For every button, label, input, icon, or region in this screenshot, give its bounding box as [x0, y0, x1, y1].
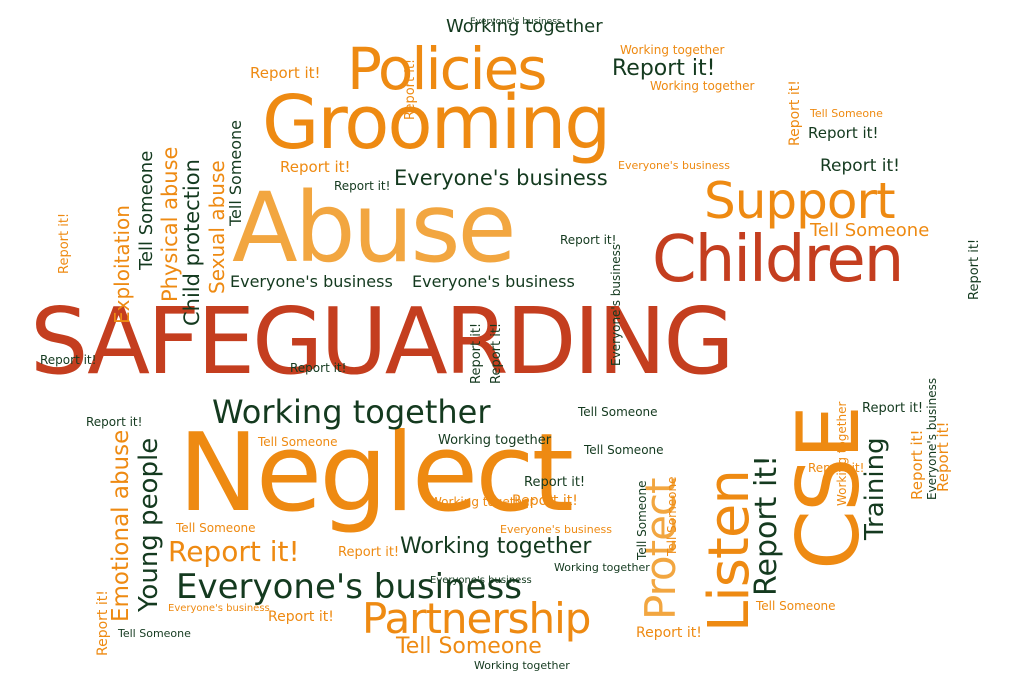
word-young-people: Young people	[134, 437, 164, 612]
word-report-it-top: Report it!	[612, 56, 716, 81]
word-report-it-mid: Report it!	[168, 535, 300, 568]
word-report-it-s7: Report it!	[560, 233, 617, 247]
word-report-it-s4: Report it!	[250, 64, 321, 82]
word-working-together-s5: Working together	[474, 659, 570, 672]
word-everyones-business-v2: Everyone's business	[609, 243, 623, 366]
word-report-it-s13: Report it!	[636, 625, 702, 641]
word-report-it-v8: Report it!	[403, 58, 418, 120]
word-tell-someone-s5: Tell Someone	[756, 599, 836, 613]
word-tell-someone-vertical-2: Tell Someone	[226, 119, 245, 226]
word-working-together-large: Working together	[212, 393, 491, 431]
word-everyones-business-s2: Everyone's business	[618, 159, 730, 172]
word-report-it-v9: Report it!	[787, 80, 803, 146]
word-support: Support	[704, 172, 896, 230]
word-report-it-v4: Report it!	[967, 238, 982, 300]
word-tell-someone-v2: Tell Someone	[665, 476, 679, 556]
word-training: Training	[860, 437, 890, 540]
word-report-it-s10: Report it!	[524, 475, 586, 490]
word-report-it-v1: Report it!	[95, 590, 111, 656]
word-neglect: Neglect	[178, 411, 574, 536]
word-report-it-vertical: Report it!	[749, 454, 784, 596]
word-report-it-v5: Report it!	[57, 212, 72, 274]
word-report-it-s14: Report it!	[338, 545, 400, 560]
word-child-protection: Child protection	[180, 159, 204, 326]
word-report-it-s8: Report it!	[290, 361, 347, 375]
word-policies: Policies	[347, 35, 548, 103]
word-working-together-s4: Working together	[650, 79, 755, 93]
word-physical-abuse: Physical abuse	[158, 146, 182, 302]
word-report-it-s3: Report it!	[862, 401, 924, 416]
word-tell-someone-s6: Tell Someone	[118, 627, 191, 640]
word-report-it-s2: Report it!	[808, 124, 879, 142]
word-report-it-s11: Report it!	[512, 493, 578, 509]
word-report-it-s16: Report it!	[808, 461, 865, 475]
word-tell-someone-s4: Tell Someone	[584, 443, 664, 457]
word-children: Children	[652, 223, 904, 297]
word-everyones-business-s5: Everyone's business	[470, 17, 562, 27]
word-tell-someone-s2: Tell Someone	[578, 405, 658, 419]
word-report-it-v6: Report it!	[469, 322, 484, 384]
word-working-together-s6: Working together	[554, 561, 650, 574]
word-tell-someone-bottom: Tell Someone	[396, 634, 542, 659]
word-tell-someone-vertical: Tell Someone	[136, 150, 157, 270]
word-exploitation: Exploitation	[110, 205, 134, 324]
word-report-it-s12: Report it!	[268, 609, 334, 625]
word-tell-someone-right: Tell Someone	[810, 220, 930, 241]
word-everyones-business-s4: Everyone's business	[430, 575, 532, 586]
word-everyones-business-1: Everyone's business	[230, 272, 393, 291]
word-tell-someone-v1: Tell Someone	[635, 480, 649, 560]
word-tell-someone-s1: Tell Someone	[258, 435, 338, 449]
word-working-together-mid: Working together	[400, 534, 592, 559]
word-safeguarding: SAFEGUARDING	[30, 288, 735, 395]
word-everyones-business-2: Everyone's business	[412, 272, 575, 291]
word-report-it-s9: Report it!	[40, 353, 97, 367]
word-report-it-s5: Report it!	[280, 158, 351, 176]
word-working-together-s2: Working together	[438, 433, 552, 448]
word-everyones-business-v1: Everyone's business	[925, 377, 939, 500]
word-report-it-s15: Report it!	[86, 415, 143, 429]
word-abuse: Abuse	[232, 172, 517, 284]
word-everyones-business-s1: Everyone's business	[500, 523, 612, 536]
word-working-together-s1: Working together	[430, 495, 535, 509]
word-report-it-v7: Report it!	[489, 322, 504, 384]
word-everyones-business-large: Everyone's business	[176, 567, 522, 607]
word-tell-someone-s3: Tell Someone	[176, 521, 256, 535]
word-report-it-s6: Report it!	[334, 179, 391, 193]
word-working-together-top: Working together	[446, 16, 603, 37]
word-working-together-s3: Working together	[620, 43, 725, 57]
word-report-it-v2: Report it!	[908, 429, 926, 500]
word-partnership: Partnership	[362, 594, 591, 643]
word-emotional-abuse: Emotional abuse	[108, 429, 134, 622]
word-everyones-business-mid: Everyone's business	[394, 166, 608, 190]
word-tell-someone-s7: Tell Someone	[810, 107, 883, 120]
word-grooming: Grooming	[262, 80, 611, 166]
word-sexual-abuse: Sexual abuse	[205, 160, 229, 294]
word-working-together-v1: Working together	[835, 401, 849, 506]
word-report-it-s1: Report it!	[820, 156, 900, 176]
word-everyones-business-s3: Everyone's business	[168, 603, 270, 614]
